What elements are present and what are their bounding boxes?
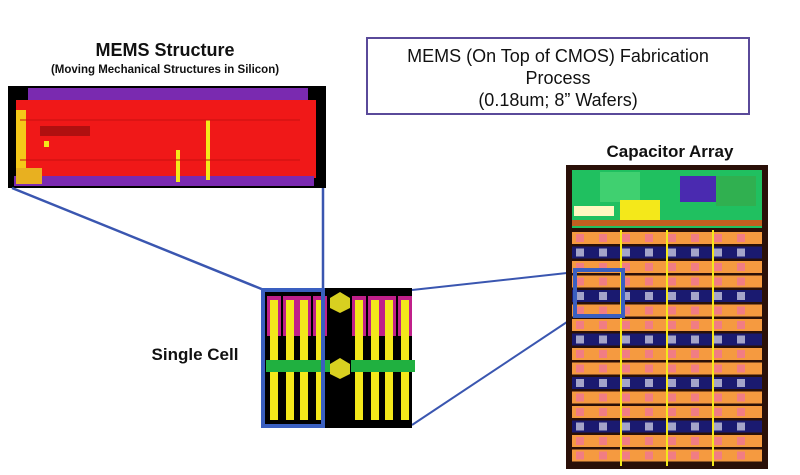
process-line-2: Process bbox=[525, 68, 591, 88]
capacitor-array-image bbox=[566, 165, 768, 469]
process-info-box: MEMS (On Top of CMOS) Fabrication Proces… bbox=[366, 37, 750, 115]
mems-structure-image bbox=[8, 86, 326, 188]
single-cell-image bbox=[261, 288, 415, 428]
connector-line-mems-left bbox=[11, 186, 265, 292]
connector-line-array-bottom bbox=[411, 315, 577, 426]
mems-structure-subtitle: (Moving Mechanical Structures in Silicon… bbox=[50, 64, 280, 76]
capacitor-array-title: Capacitor Array bbox=[606, 142, 734, 161]
process-text: MEMS (On Top of CMOS) Fabrication Proces… bbox=[368, 45, 748, 111]
mems-structure-title: MEMS Structure bbox=[95, 40, 235, 60]
single-cell-title: Single Cell bbox=[151, 345, 239, 364]
connector-line-array-top bbox=[411, 271, 577, 291]
process-line-1: MEMS (On Top of CMOS) Fabrication bbox=[407, 46, 709, 66]
array-cell-highlight bbox=[573, 268, 625, 318]
process-line-3: (0.18um; 8” Wafers) bbox=[478, 90, 638, 110]
